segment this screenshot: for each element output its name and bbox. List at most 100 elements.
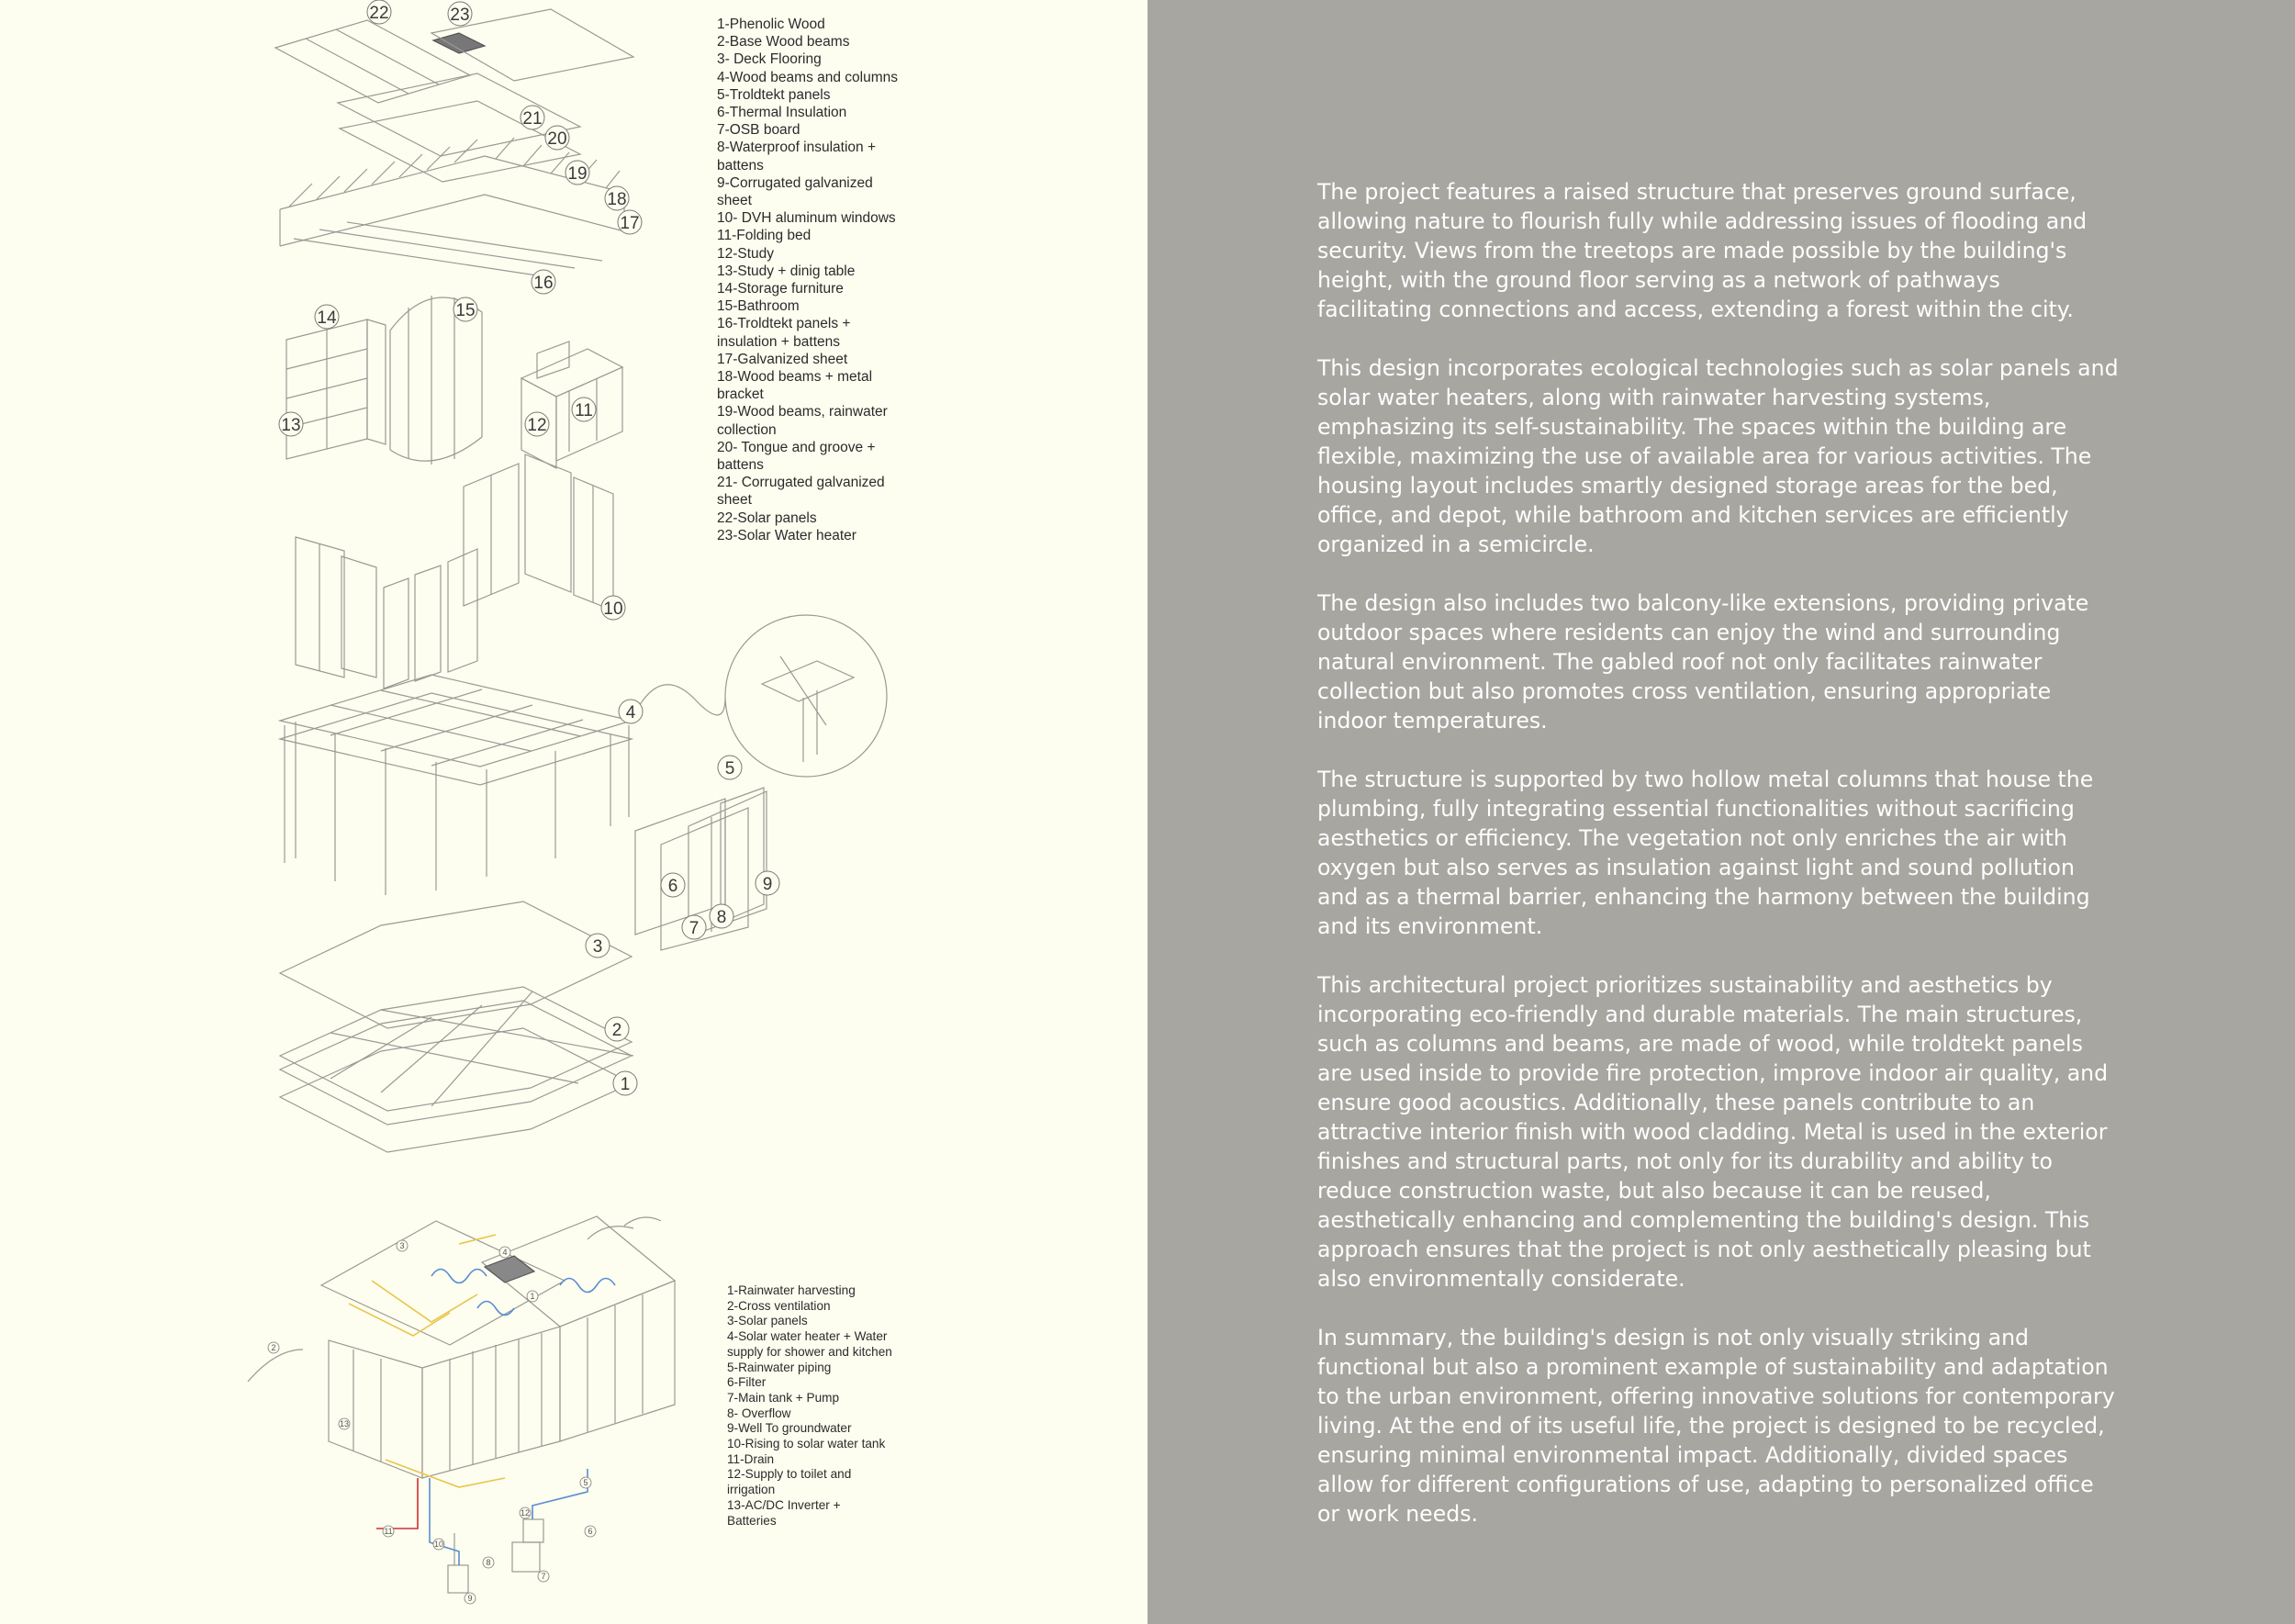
- legend-item: 1-Phenolic Wood: [717, 17, 825, 32]
- connection-detail: [633, 614, 888, 778]
- legend-item: 5-Troldtekt panels: [717, 86, 831, 103]
- roof-solar-panels: [274, 19, 472, 104]
- label-6: 6: [668, 877, 678, 896]
- folding-bed-study: [520, 341, 624, 469]
- roof-beams: [279, 137, 625, 278]
- legend-item: 6-Filter: [727, 1375, 767, 1390]
- label-12: 12: [527, 416, 546, 435]
- deck-flooring: [278, 901, 633, 1029]
- label-19: 19: [567, 164, 587, 184]
- legend-item: 10-Rising to solar water tank: [727, 1437, 886, 1451]
- sys-label-2: 2: [271, 1343, 275, 1352]
- legend-item: 16-Troldtekt panels + insulation + batte…: [717, 316, 851, 350]
- legend-item: 11-Folding bed: [717, 228, 812, 244]
- label-2: 2: [612, 1021, 622, 1040]
- legend-item: 18-Wood beams + metal bracket: [717, 369, 873, 403]
- legend-item: 21- Corrugated galvanized sheet: [717, 475, 885, 509]
- label-21: 21: [522, 109, 542, 129]
- water-tanks: [447, 1510, 544, 1594]
- description-paragraph: The structure is supported by two hollow…: [1317, 767, 2094, 939]
- systems-legend: 1-Rainwater harvesting 2-Cross ventilati…: [727, 1283, 892, 1529]
- label-4: 4: [626, 703, 636, 722]
- roof-corrugated-sheet: [336, 8, 635, 183]
- legend-item: 23-Solar Water heater: [717, 527, 856, 543]
- sys-label-11: 11: [384, 1527, 392, 1536]
- sys-label-1: 1: [530, 1292, 534, 1301]
- sys-label-4: 4: [502, 1248, 507, 1257]
- label-17: 17: [620, 214, 639, 233]
- description-paragraph: The project features a raised structure …: [1317, 179, 2088, 322]
- legend-item: 2-Cross ventilation: [727, 1298, 831, 1313]
- description-paragraph: In summary, the building's design is not…: [1317, 1325, 2115, 1527]
- label-3: 3: [593, 937, 603, 957]
- legend-item: 7-OSB board: [717, 122, 800, 139]
- legend-item: 15-Bathroom: [717, 298, 800, 315]
- legend-item: 4-Solar water heater + Water supply for …: [727, 1329, 892, 1359]
- legend-item: 6-Thermal Insulation: [717, 105, 847, 121]
- materials-legend: 1-Phenolic Wood 2-Base Wood beams 3- Dec…: [717, 16, 901, 544]
- legend-item: 19-Wood beams, rainwater collection: [717, 404, 888, 438]
- label-1: 1: [621, 1075, 631, 1094]
- label-18: 18: [607, 190, 626, 209]
- label-10: 10: [603, 599, 622, 619]
- sys-label-8: 8: [486, 1558, 490, 1567]
- exploded-axonometric-diagram: 22 23 21 20 19 18 17 16 14 15 13 12 11 1…: [247, 0, 888, 1605]
- sys-label-6: 6: [588, 1527, 592, 1536]
- legend-item: 5-Rainwater piping: [727, 1360, 832, 1374]
- legend-item: 11-Drain: [727, 1451, 775, 1466]
- sys-label-9: 9: [467, 1594, 472, 1603]
- aluminum-windows: [295, 454, 614, 689]
- legend-item: 2-Base Wood beams: [717, 34, 850, 50]
- label-11: 11: [575, 401, 593, 420]
- description-paragraph: This design incorporates ecological tech…: [1317, 355, 2119, 557]
- legend-item: 8- Overflow: [727, 1406, 791, 1420]
- legend-item: 9-Corrugated galvanized sheet: [717, 174, 873, 209]
- legend-item: 22-Solar panels: [717, 510, 817, 526]
- label-8: 8: [717, 908, 727, 927]
- legend-item: 12-Study: [717, 245, 775, 262]
- base-wood-beams: [278, 986, 634, 1126]
- sys-label-13: 13: [340, 1419, 349, 1428]
- label-5: 5: [725, 759, 735, 778]
- sys-label-5: 5: [583, 1478, 588, 1487]
- label-23: 23: [450, 6, 469, 25]
- bathroom-semicircle: [389, 296, 483, 465]
- label-20: 20: [547, 129, 566, 149]
- label-22: 22: [369, 4, 388, 23]
- systems-house-axonometric: [247, 1215, 677, 1479]
- description-paragraph: The design also includes two balcony-lik…: [1317, 590, 2089, 734]
- label-9: 9: [763, 875, 773, 894]
- legend-item: 20- Tongue and groove + battens: [717, 439, 876, 474]
- label-14: 14: [317, 308, 337, 328]
- legend-item: 12-Supply to toilet and irrigation: [727, 1467, 852, 1497]
- legend-item: 14-Storage furniture: [717, 281, 844, 297]
- legend-item: 10- DVH aluminum windows: [717, 210, 896, 227]
- systems-labels: 1 2 3 4 5 6 7 8 9 10 11 12 13: [267, 1239, 597, 1605]
- legend-item: 8-Waterproof insulation + battens: [717, 140, 877, 174]
- left-panel: 22 23 21 20 19 18 17 16 14 15 13 12 11 1…: [247, 0, 901, 1605]
- solar-water-heater: [431, 32, 487, 54]
- legend-item: 7-Main tank + Pump: [727, 1390, 840, 1405]
- legend-item: 17-Galvanized sheet: [717, 351, 848, 367]
- legend-item: 4-Wood beams and columns: [717, 69, 899, 85]
- right-panel: [1148, 0, 2295, 1624]
- legend-item: 9-Well To groundwater: [727, 1421, 852, 1436]
- sys-label-10: 10: [434, 1540, 443, 1549]
- diagram-labels: 22 23 21 20 19 18 17 16 14 15 13 12 11 1…: [278, 0, 780, 1096]
- legend-item: 13-AC/DC Inverter + Batteries: [727, 1497, 841, 1528]
- legend-item: 3-Solar panels: [727, 1314, 808, 1328]
- description-paragraph: This architectural project prioritizes s…: [1317, 972, 2109, 1292]
- label-15: 15: [455, 301, 475, 320]
- water-system-lines: [348, 1234, 616, 1565]
- project-description: The project features a raised structure …: [1317, 177, 2121, 1558]
- label-16: 16: [533, 274, 553, 293]
- sys-label-7: 7: [541, 1572, 545, 1581]
- legend-item: 13-Study + dinig table: [717, 263, 856, 279]
- legend-item: 1-Rainwater harvesting: [727, 1283, 856, 1297]
- legend-item: 3- Deck Flooring: [717, 51, 822, 68]
- label-7: 7: [689, 919, 700, 938]
- label-13: 13: [281, 416, 300, 435]
- wood-beams-columns: [277, 674, 634, 895]
- sys-label-3: 3: [399, 1241, 404, 1250]
- sys-label-12: 12: [521, 1508, 530, 1518]
